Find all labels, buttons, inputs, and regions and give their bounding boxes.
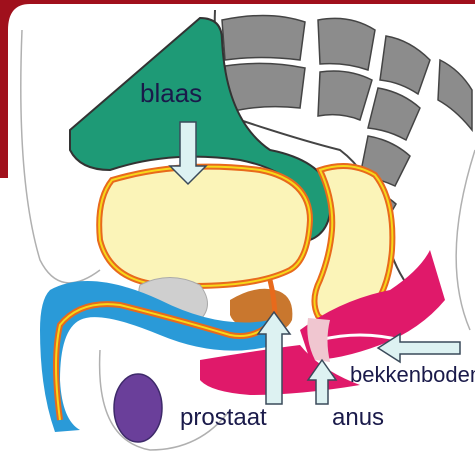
testis: [114, 374, 162, 442]
label-prostaat: prostaat: [180, 404, 267, 432]
bladder: [99, 167, 310, 286]
label-bekkenbodem: bekkenbodem: [350, 362, 475, 388]
buttock-outline: [456, 150, 475, 330]
label-anus: anus: [332, 404, 384, 432]
label-blaas: blaas: [140, 78, 202, 109]
